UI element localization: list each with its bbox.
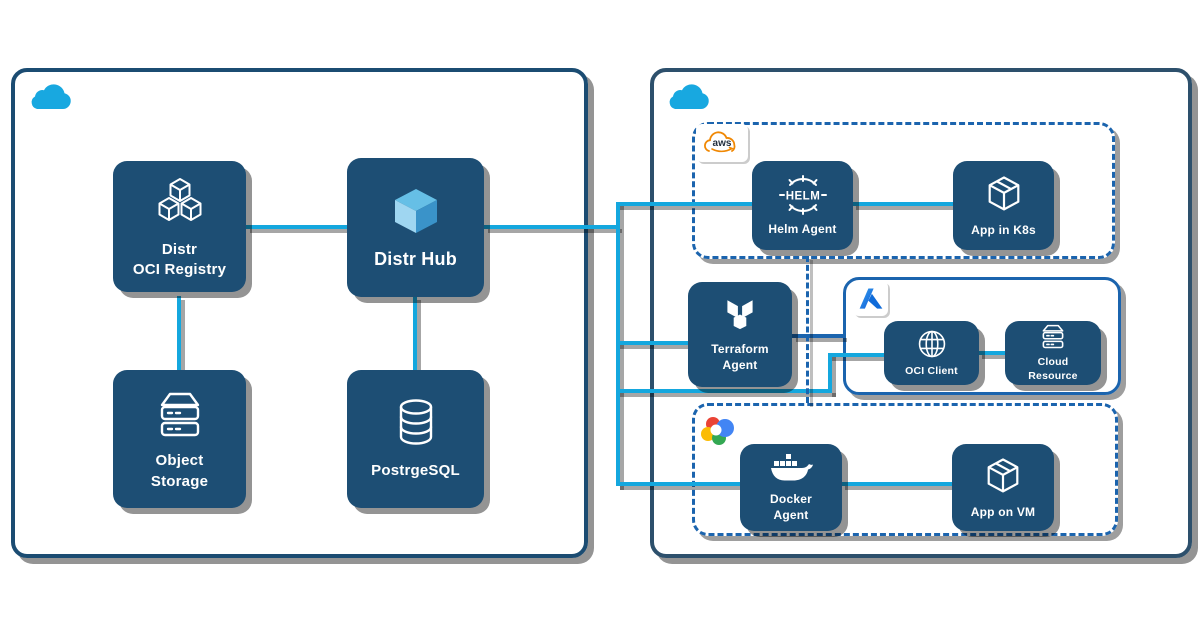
docker-whale-icon	[769, 452, 813, 486]
node-terraform-agent: Terraform Agent	[688, 282, 792, 387]
node-label: Terraform Agent	[711, 341, 769, 372]
node-distr-oci-registry: Distr OCI Registry	[113, 161, 246, 292]
cloud-icon	[664, 82, 712, 112]
helm-wheel-icon: HELM	[776, 174, 830, 216]
node-label: App in K8s	[971, 223, 1036, 238]
edge-hub-out	[484, 225, 618, 229]
node-oci-client: OCI Client	[884, 321, 979, 385]
edge-trunk-oci-v	[828, 353, 832, 393]
edge-docker-vm	[841, 482, 952, 486]
server-stack-icon	[152, 386, 208, 442]
node-label: Object Storage	[150, 452, 209, 490]
node-app-on-vm: App on VM	[952, 444, 1054, 531]
server-mini-icon	[1038, 323, 1068, 351]
edge-terraform-azure	[792, 334, 843, 338]
azure-logo	[853, 281, 888, 316]
node-postgresql: PostrgeSQL	[347, 370, 484, 508]
package-box-icon	[982, 172, 1026, 216]
globe-icon	[916, 328, 948, 360]
edge-aws-gcp-dashed	[806, 256, 809, 403]
node-cloud-resource: Cloud Resource	[1005, 321, 1101, 385]
svg-text:HELM: HELM	[785, 190, 820, 202]
node-helm-agent: HELM Helm Agent	[752, 161, 853, 250]
edge-trunk-oci-h2	[828, 353, 884, 357]
google-cloud-logo	[698, 412, 738, 448]
edge-trunk-oci-h1	[616, 389, 832, 393]
edge-helm-k8s	[852, 202, 953, 206]
edge-trunk-helm	[616, 202, 752, 206]
cube-3d-icon	[388, 184, 444, 238]
package-box-icon	[981, 454, 1025, 498]
customer-cloud-container	[650, 68, 1192, 558]
node-object-storage: Object Storage	[113, 370, 246, 508]
aws-logo: aws	[696, 124, 748, 162]
node-distr-hub: Distr Hub	[347, 158, 484, 297]
svg-text:aws: aws	[713, 138, 732, 149]
node-label: PostrgeSQL	[371, 462, 460, 480]
cubes-icon	[151, 173, 209, 231]
node-label: Helm Agent	[768, 221, 837, 236]
edge-trunk-docker	[616, 482, 740, 486]
node-label: Cloud Resource	[1028, 355, 1078, 382]
node-label: OCI Client	[905, 364, 958, 377]
node-label: App on VM	[970, 505, 1036, 520]
aws-container	[692, 122, 1115, 259]
cloud-icon	[26, 82, 74, 112]
edge-registry-storage	[177, 296, 181, 370]
node-label: Distr Hub	[374, 248, 457, 269]
edge-registry-hub	[246, 225, 347, 229]
edge-trunk-terraform	[616, 341, 688, 345]
node-app-in-k8s: App in K8s	[953, 161, 1054, 250]
azure-container	[843, 277, 1121, 395]
node-docker-agent: Docker Agent	[740, 444, 842, 531]
terraform-icon	[719, 296, 761, 334]
node-label: Docker Agent	[770, 491, 812, 522]
edge-oci-resource	[978, 351, 1005, 355]
edge-hub-postgres	[413, 296, 417, 370]
gcp-container	[692, 403, 1118, 536]
database-icon	[392, 396, 440, 452]
node-label: Distr OCI Registry	[132, 240, 227, 278]
distr-platform-container	[11, 68, 588, 558]
